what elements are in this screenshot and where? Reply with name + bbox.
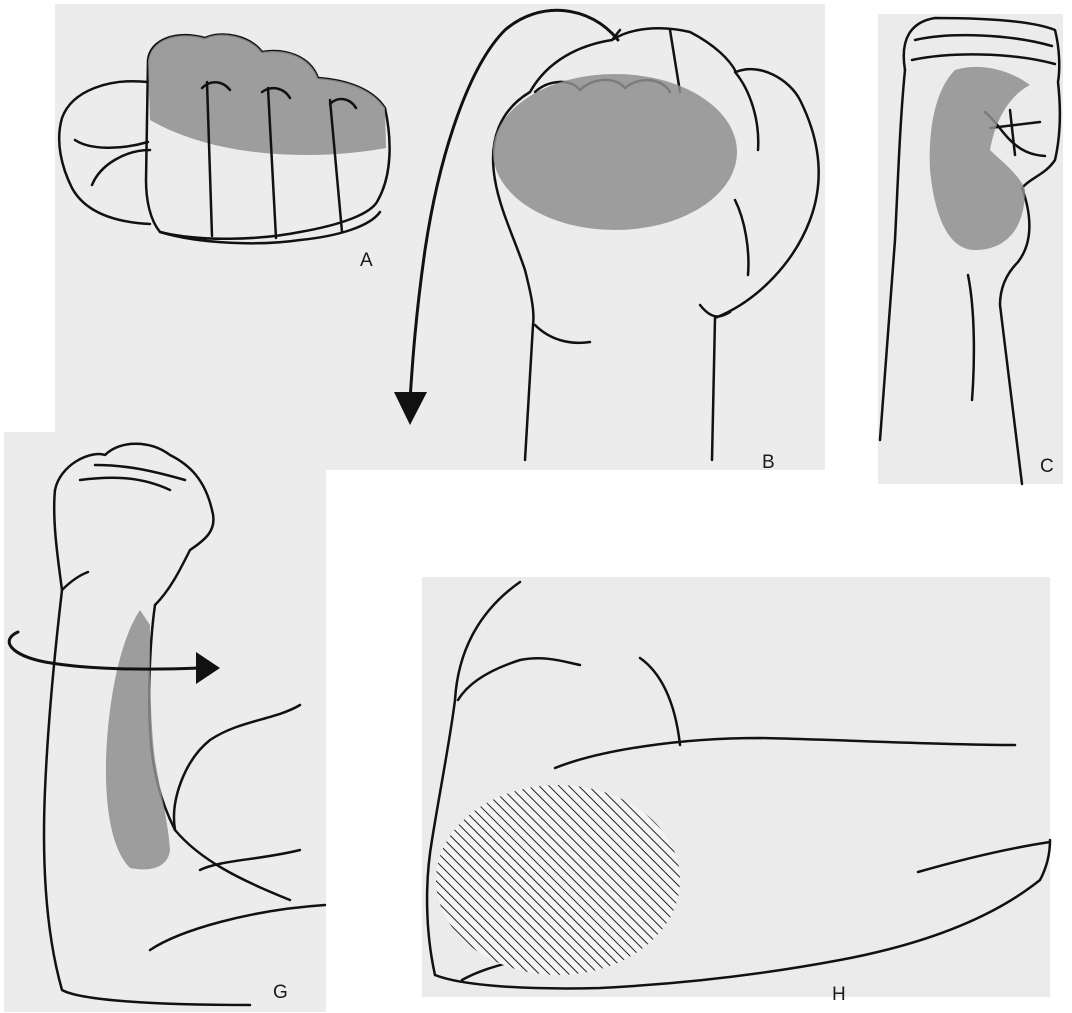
panel-h-label: H bbox=[832, 984, 846, 1005]
panel-g-label: G bbox=[273, 982, 288, 1003]
panel-g-background bbox=[4, 432, 326, 1012]
panel-b-palm-shade bbox=[493, 74, 737, 230]
panel-h-elbow-hatch bbox=[436, 785, 680, 975]
panel-a-label: A bbox=[360, 250, 373, 271]
panel-b-label: B bbox=[762, 452, 775, 473]
panel-c-label: C bbox=[1040, 456, 1054, 477]
